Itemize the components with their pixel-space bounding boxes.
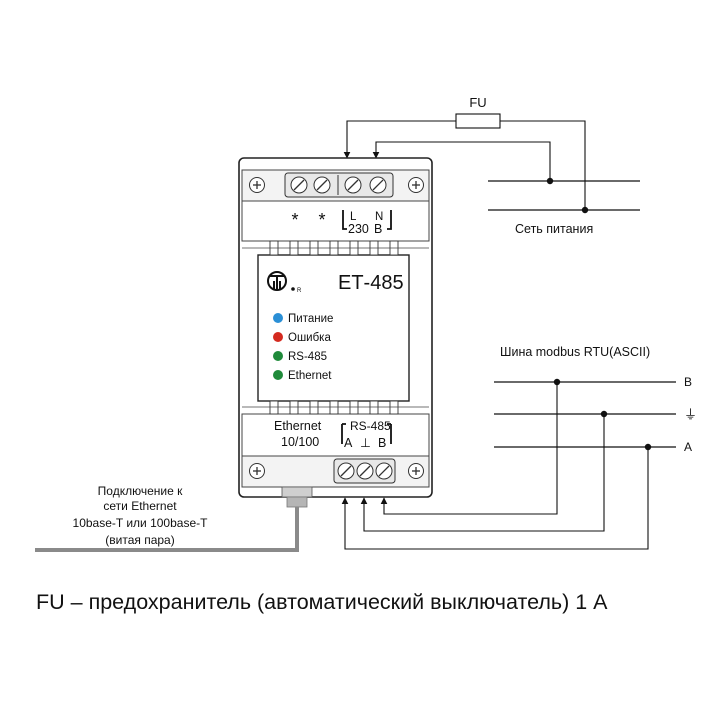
led-error <box>273 332 283 342</box>
led-ethernet <box>273 370 283 380</box>
fuse-label: FU <box>469 95 486 110</box>
power-network <box>488 180 640 211</box>
svg-text:10base-T или 100base-T: 10base-T или 100base-T <box>73 516 209 530</box>
mounting-screw-icon <box>249 177 265 193</box>
svg-text:(витая пара): (витая пара) <box>105 533 174 547</box>
led-rs485 <box>273 351 283 361</box>
voltage-label: 230 <box>348 222 369 236</box>
ethernet-speed-label: 10/100 <box>281 435 319 449</box>
logo-registered-mark: R <box>297 288 302 294</box>
bus-label-a: A <box>684 440 692 454</box>
ethernet-note: Подключение к сети Ethernet 10base-T или… <box>73 484 209 547</box>
brand-logo <box>267 271 295 291</box>
rs485-terminal-gnd: ⊥ <box>360 436 371 450</box>
rs485-label: RS-485 <box>350 419 391 433</box>
rs485-bracket <box>341 423 346 444</box>
rs485-terminal-a: A <box>344 436 353 450</box>
bus-label-gnd: ⏚ <box>684 407 697 422</box>
bus-lines <box>494 381 676 448</box>
svg-text:Подключение к: Подключение к <box>98 484 183 498</box>
bus-title: Шина modbus RTU(ASCII) <box>500 345 650 359</box>
rs485-terminal-b: B <box>378 436 386 450</box>
mounting-screw-icon <box>408 463 424 479</box>
svg-text:сети Ethernet: сети Ethernet <box>103 499 177 513</box>
led-power <box>273 313 283 323</box>
led-error-label: Ошибка <box>288 332 331 344</box>
top-terminal-block <box>284 172 394 198</box>
caption: FU – предохранитель (автоматический выкл… <box>36 590 608 614</box>
power-network-label: Сеть питания <box>515 222 593 236</box>
mounting-screw-icon <box>249 463 265 479</box>
terminal-l-label: L <box>350 211 357 223</box>
power-wires <box>343 120 586 210</box>
led-power-label: Питание <box>288 313 333 325</box>
ethernet-cable <box>35 496 308 552</box>
led-rs485-label: RS-485 <box>288 351 327 363</box>
bus-label-b: B <box>684 375 692 389</box>
fuse-symbol <box>455 113 501 129</box>
voltage-unit: В <box>374 222 382 236</box>
led-list: Питание Ошибка RS-485 Ethernet <box>273 313 333 382</box>
led-ethernet-label: Ethernet <box>288 370 332 382</box>
terminal-n-label: N <box>375 211 383 223</box>
device-housing <box>238 157 433 498</box>
terminal-star-1: * <box>291 210 298 230</box>
device-model: ЕТ-485 <box>338 272 404 294</box>
terminal-star-2: * <box>318 210 325 230</box>
bottom-terminal-block <box>333 458 396 484</box>
rs485-wires <box>341 382 649 550</box>
power-bracket <box>342 210 347 230</box>
ethernet-port-label: Ethernet <box>274 419 322 433</box>
mounting-screw-icon <box>408 177 424 193</box>
